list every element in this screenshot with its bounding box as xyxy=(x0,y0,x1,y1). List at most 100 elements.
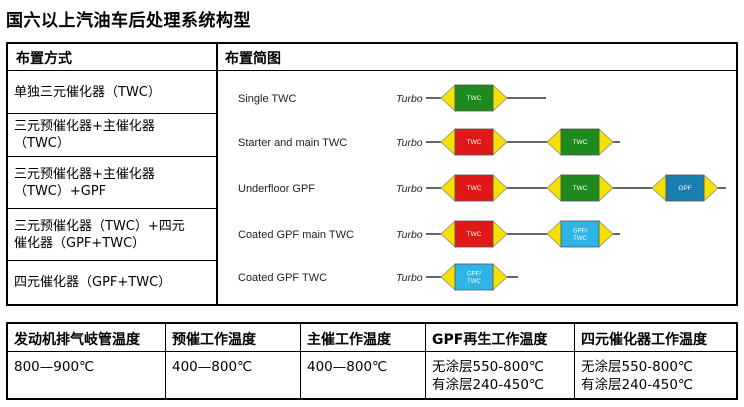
column-header: 预催工作温度 xyxy=(172,332,256,348)
outlet-cone xyxy=(492,263,508,291)
turbo-label: Turbo xyxy=(396,183,423,195)
inlet-cone xyxy=(440,128,456,156)
diagram-row: Single TWC Turbo TWC xyxy=(238,84,546,112)
layout-text: 单独三元催化器（TWC） xyxy=(14,85,161,100)
catalyst-unit: GPF/TWC xyxy=(440,263,508,291)
inlet-cone xyxy=(546,174,562,202)
outlet-cone xyxy=(492,174,508,202)
layout-cell: 三元预催化器+主催化器 （TWC）+GPF xyxy=(8,157,216,209)
temperature-column: 发动机排气岐管温度 800—900℃ xyxy=(8,324,166,398)
turbo-label: Turbo xyxy=(396,272,423,284)
layout-table: 布置方式 布置简图 单独三元催化器（TWC） 三元预催化器+主催化器 （TWC）… xyxy=(6,42,738,306)
inlet-cone xyxy=(440,84,456,112)
layout-text: 四元催化器（GPF+TWC） xyxy=(14,275,172,290)
layout-cell: 单独三元催化器（TWC） xyxy=(8,72,216,114)
temperature-column: 四元催化器工作温度 无涂层550-800℃ 有涂层240-450℃ xyxy=(575,324,736,398)
column-header: 主催工作温度 xyxy=(307,332,391,348)
catalyst-label: TWC xyxy=(467,231,482,238)
inlet-cone xyxy=(440,220,456,248)
inlet-cone xyxy=(546,128,562,156)
catalyst-label: TWC xyxy=(467,279,481,285)
column-header: GPF再生工作温度 xyxy=(432,332,548,348)
catalyst-brick xyxy=(454,174,494,202)
catalyst-brick xyxy=(560,128,600,156)
catalyst-unit: TWC xyxy=(546,174,614,202)
turbo-label: Turbo xyxy=(396,137,423,149)
temperature-column: GPF再生工作温度 无涂层550-800℃ 有涂层240-450℃ xyxy=(426,324,575,398)
value-line: 有涂层240-450℃ xyxy=(432,377,545,393)
catalyst-brick xyxy=(454,84,494,112)
catalyst-unit: TWC xyxy=(546,128,614,156)
diagram-row: Underfloor GPF Turbo TWC TWC GPF xyxy=(238,174,726,202)
catalyst-label: TWC xyxy=(573,236,587,242)
layout-text: 三元预催化器+主催化器 xyxy=(14,119,155,134)
catalyst-label: TWC xyxy=(467,95,482,102)
temperature-table-header xyxy=(8,324,736,352)
diagram-row-label: Coated GPF TWC xyxy=(238,272,327,284)
column-header: 四元催化器工作温度 xyxy=(581,332,707,348)
column-header: 发动机排气岐管温度 xyxy=(14,332,140,348)
layout-text: 三元预催化器（TWC）+四元 xyxy=(14,218,185,234)
catalyst-unit: GPF/TWC xyxy=(546,220,614,248)
diagram-row: Coated GPF TWC Turbo GPF/TWC xyxy=(238,263,518,291)
column-value: 无涂层550-800℃ 有涂层240-450℃ xyxy=(432,358,544,394)
turbo-label: Turbo xyxy=(396,93,423,105)
layout-text: （TWC） xyxy=(14,136,70,151)
value-line: 无涂层550-800℃ xyxy=(581,359,694,375)
diagram-row-label: Single TWC xyxy=(238,93,297,105)
catalyst-unit: TWC xyxy=(440,220,508,248)
catalyst-unit: GPF xyxy=(651,174,719,202)
value-line: 有涂层240-450℃ xyxy=(581,377,694,393)
column-value: 400—800℃ xyxy=(307,359,388,375)
column-value: 400—800℃ xyxy=(172,359,253,375)
catalyst-label: GPF/ xyxy=(467,271,481,277)
outlet-cone xyxy=(492,220,508,248)
layout-cell: 三元预催化器+主催化器 （TWC） xyxy=(8,114,216,157)
diagram-row-label: Coated GPF main TWC xyxy=(238,229,354,241)
catalyst-label: GPF xyxy=(678,185,691,192)
layout-cell: 三元预催化器（TWC）+四元 催化器（GPF+TWC） xyxy=(8,209,216,261)
diagram-row: Starter and main TWC Turbo TWC TWC xyxy=(238,128,620,156)
layout-table-header: 布置方式 布置简图 xyxy=(8,44,736,71)
inlet-cone xyxy=(440,263,456,291)
temperature-table: 发动机排气岐管温度 800—900℃ 预催工作温度 400—800℃ 主催工作温… xyxy=(6,322,738,400)
catalyst-brick xyxy=(454,128,494,156)
catalyst-unit: TWC xyxy=(440,84,508,112)
inlet-cone xyxy=(651,174,667,202)
diagram-row-label: Starter and main TWC xyxy=(238,137,347,149)
catalyst-brick xyxy=(665,174,705,202)
value-line: 无涂层550-800℃ xyxy=(432,359,545,375)
temperature-column: 预催工作温度 400—800℃ xyxy=(166,324,301,398)
outlet-cone xyxy=(492,128,508,156)
column-value: 无涂层550-800℃ 有涂层240-450℃ xyxy=(581,358,693,394)
catalyst-label: TWC xyxy=(467,185,482,192)
inlet-cone xyxy=(546,220,562,248)
layout-text: 三元预催化器+主催化器 xyxy=(14,166,155,182)
column-value: 800—900℃ xyxy=(14,359,95,375)
turbo-label: Turbo xyxy=(396,229,423,241)
catalyst-brick xyxy=(560,174,600,202)
layout-column-header: 布置方式 xyxy=(16,51,72,67)
layout-text: （TWC）+GPF xyxy=(14,183,107,199)
catalyst-brick xyxy=(454,263,494,291)
temperature-column: 主催工作温度 400—800℃ xyxy=(301,324,426,398)
catalyst-unit: TWC xyxy=(440,128,508,156)
catalyst-label: TWC xyxy=(573,185,588,192)
outlet-cone xyxy=(703,174,719,202)
catalyst-unit: TWC xyxy=(440,174,508,202)
layout-text: 催化器（GPF+TWC） xyxy=(14,235,146,251)
catalyst-brick xyxy=(560,220,600,248)
outlet-cone xyxy=(492,84,508,112)
diagram-row-label: Underfloor GPF xyxy=(238,183,315,195)
layout-cell: 四元催化器（GPF+TWC） xyxy=(8,261,216,304)
column-divider xyxy=(216,44,218,304)
inlet-cone xyxy=(440,174,456,202)
outlet-cone xyxy=(598,174,614,202)
catalyst-label: GPF/ xyxy=(573,228,587,234)
catalyst-label: TWC xyxy=(573,139,588,146)
outlet-cone xyxy=(598,220,614,248)
catalyst-brick xyxy=(454,220,494,248)
